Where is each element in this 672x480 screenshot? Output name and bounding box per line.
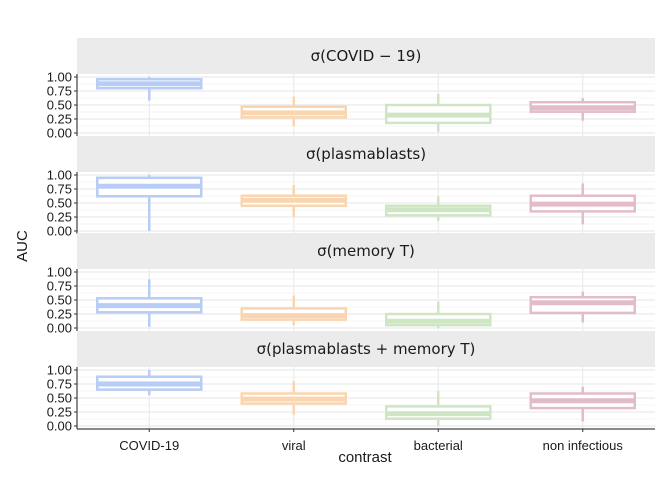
y-tick-label: 1.00 [47, 363, 72, 378]
y-tick-label: 0.25 [47, 405, 72, 420]
facet-strip [77, 136, 655, 172]
y-tick-label: 1.00 [47, 168, 72, 183]
y-tick-label: 0.00 [47, 224, 72, 239]
y-tick-label: 0.25 [47, 112, 72, 127]
x-tick-label: COVID-19 [119, 438, 179, 453]
y-tick-label: 0.25 [47, 307, 72, 322]
x-tick-label: non infectious [543, 438, 624, 453]
y-tick-label: 0.50 [47, 293, 72, 308]
y-tick-label: 1.00 [47, 265, 72, 280]
facet-title: σ(COVID − 19) [311, 47, 422, 65]
x-axis-title: contrast [338, 449, 392, 466]
y-tick-label: 0.75 [47, 377, 72, 392]
facet-panels: σ(COVID − 19)0.000.250.500.751.00σ(plasm… [47, 38, 655, 434]
facet-strip [77, 331, 655, 367]
facet-panel: σ(plasmablasts) 0.000.250.500.751.00 [47, 136, 655, 239]
y-tick-label: 0.50 [47, 196, 72, 211]
facet-panel: σ(COVID − 19) 0.000.250.500.751.00 [47, 38, 655, 141]
y-tick-label: 0.00 [47, 126, 72, 141]
y-tick-label: 0.50 [47, 98, 72, 113]
y-axis-title: AUC [14, 230, 31, 262]
y-tick-label: 0.25 [47, 210, 72, 225]
x-tick-label: bacterial [414, 438, 463, 453]
y-tick-label: 0.75 [47, 182, 72, 197]
y-tick-label: 0.50 [47, 391, 72, 406]
facet-panel: σ(memory T) 0.000.250.500.751.00 [47, 233, 655, 336]
facet-title: σ(memory T) [317, 242, 415, 260]
y-tick-label: 0.75 [47, 84, 72, 99]
facet-strip [77, 233, 655, 269]
facet-panel: σ(plasmablasts + memory T) 0.000.250.500.… [47, 331, 655, 434]
facet-title: σ(plasmablasts + memory T) [257, 340, 476, 358]
facet-strip [77, 38, 655, 74]
y-tick-label: 1.00 [47, 70, 72, 85]
x-axis: COVID-19 viral bacterial non infectious [77, 428, 655, 453]
x-tick-label: viral [282, 438, 306, 453]
y-tick-label: 0.75 [47, 279, 72, 294]
y-tick-label: 0.00 [47, 419, 72, 434]
y-tick-label: 0.00 [47, 321, 72, 336]
facet-title: σ(plasmablasts) [306, 145, 426, 163]
